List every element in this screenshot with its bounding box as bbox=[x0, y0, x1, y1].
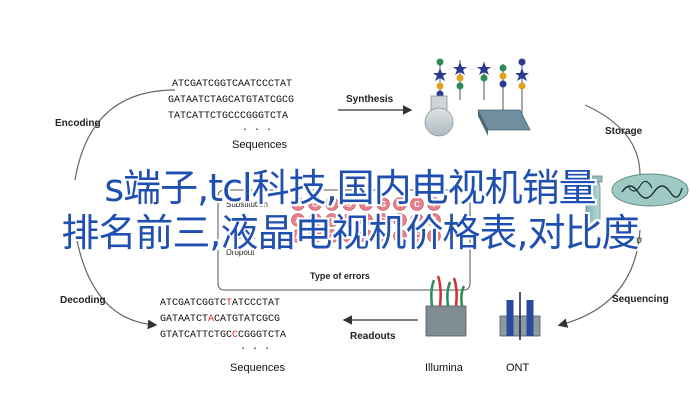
base-circle bbox=[342, 213, 356, 227]
base-circle bbox=[359, 229, 373, 243]
label-illumina: Illumina bbox=[425, 362, 464, 374]
base-circle bbox=[308, 229, 322, 243]
base-letter: C bbox=[414, 200, 420, 209]
star-icon bbox=[433, 68, 447, 81]
seq-top-line-1: ATCGATCGGTCAATCCCTAT bbox=[172, 79, 292, 90]
label-readouts: Readouts bbox=[350, 331, 396, 342]
label-in-vivo: In vivo bbox=[613, 235, 642, 246]
seq-top-line-2: GATAATCTAGCATGTATCGCG bbox=[168, 95, 294, 106]
base-letter: G bbox=[346, 232, 352, 241]
base-circle bbox=[393, 197, 407, 211]
base-circle bbox=[410, 213, 424, 227]
base-letter: A bbox=[295, 216, 301, 225]
base-circle bbox=[410, 229, 424, 243]
base-circle bbox=[393, 229, 407, 243]
base-circle bbox=[359, 197, 373, 211]
base-letter: T bbox=[364, 216, 369, 225]
base-letter: T bbox=[432, 200, 437, 209]
base-letter: C bbox=[414, 216, 420, 225]
base-letter: T bbox=[432, 216, 437, 225]
base-letter: A bbox=[397, 232, 403, 241]
sequences-bottom: ATCGATCGGTCTATCCCTAT GATAATCTACATGTATCGC… bbox=[160, 298, 286, 355]
base-letter: T bbox=[330, 232, 335, 241]
base-letter: G bbox=[346, 216, 352, 225]
base-circle bbox=[376, 229, 390, 243]
encoding-arc bbox=[74, 89, 176, 181]
base-letter: C bbox=[312, 232, 318, 241]
base-circle bbox=[308, 213, 322, 227]
storage-tube bbox=[583, 175, 603, 231]
sequences-top: ATCGATCGGTCAATCCCTAT GATAATCTAGCATGTATCG… bbox=[168, 79, 294, 136]
seq-bottom-label: Sequences bbox=[230, 362, 286, 374]
label-sequencing: Sequencing bbox=[612, 294, 669, 305]
error-row-label: Deletion bbox=[226, 232, 255, 241]
base-letter: A bbox=[295, 200, 301, 209]
base-letter: T bbox=[364, 232, 369, 241]
base-letter: G bbox=[380, 216, 386, 225]
synthesis-flask bbox=[424, 95, 454, 137]
base-circle bbox=[393, 213, 407, 227]
seq-top-line-3: TATCATTCTGCCCGGGTCTA bbox=[168, 111, 288, 122]
base-letter: C bbox=[312, 216, 318, 225]
illumina-device bbox=[425, 275, 467, 337]
label-storage: Storage bbox=[605, 126, 643, 137]
base-circle bbox=[359, 213, 373, 227]
base-circle bbox=[291, 229, 305, 243]
errors-footer: Type of errors bbox=[310, 271, 370, 281]
base-letter: T bbox=[330, 200, 335, 209]
ont-device bbox=[499, 292, 541, 340]
overlay-text-line-2: 排名前三,液晶电视机价格表,对比度 bbox=[61, 211, 639, 255]
label-encoding: Encoding bbox=[55, 118, 101, 129]
base-circle bbox=[342, 197, 356, 211]
base-circle bbox=[376, 197, 390, 211]
base-letter: G bbox=[380, 200, 386, 209]
base-circle bbox=[342, 229, 356, 243]
seq-top-dots: · · · bbox=[242, 125, 272, 136]
base-circle bbox=[427, 229, 441, 243]
seq-top-label: Sequences bbox=[232, 139, 288, 151]
base-circle bbox=[291, 197, 305, 211]
storage-arc bbox=[584, 104, 641, 176]
base-circle bbox=[427, 197, 441, 211]
label-ont: ONT bbox=[506, 362, 530, 374]
base-letter: A bbox=[397, 216, 403, 225]
base-circle bbox=[308, 197, 322, 211]
base-circle bbox=[376, 213, 390, 227]
base-letter: G bbox=[346, 200, 352, 209]
base-circle bbox=[427, 213, 441, 227]
decoding-arc bbox=[74, 229, 158, 330]
seq-bottom-line-2: GATAATCTACATGTATCGCG bbox=[160, 314, 280, 325]
error-row-label: Dropout bbox=[226, 248, 255, 257]
base-letter: T bbox=[330, 216, 335, 225]
base-letter: C bbox=[312, 200, 318, 209]
synthesis-array bbox=[477, 109, 531, 136]
base-letter: C bbox=[414, 232, 420, 241]
base-letter: T bbox=[364, 200, 369, 209]
label-decoding: Decoding bbox=[60, 295, 106, 306]
base-circle bbox=[325, 229, 339, 243]
base-letter: A bbox=[295, 232, 301, 241]
base-circle bbox=[410, 197, 424, 211]
base-circle bbox=[291, 213, 305, 227]
base-circle bbox=[325, 197, 339, 211]
base-letter: A bbox=[397, 200, 403, 209]
seq-bottom-line-1: ATCGATCGGTCTATCCCTAT bbox=[160, 298, 280, 309]
base-letter: T bbox=[432, 232, 437, 241]
seq-bottom-dots: · · · bbox=[240, 344, 270, 355]
error-row-label: Substitution bbox=[226, 200, 268, 209]
base-letter: G bbox=[380, 232, 386, 241]
sequencing-arc bbox=[557, 229, 641, 328]
overlay-text-line-1: s端子,tcl科技,国内电视机销量 bbox=[104, 166, 596, 210]
error-row-label: Insertion bbox=[226, 216, 257, 225]
storage-cell bbox=[611, 173, 689, 207]
label-synthesis: Synthesis bbox=[346, 94, 394, 105]
base-circle bbox=[325, 213, 339, 227]
seq-bottom-line-3: GTATCATTCTGCCCGGGTCTA bbox=[160, 330, 286, 341]
